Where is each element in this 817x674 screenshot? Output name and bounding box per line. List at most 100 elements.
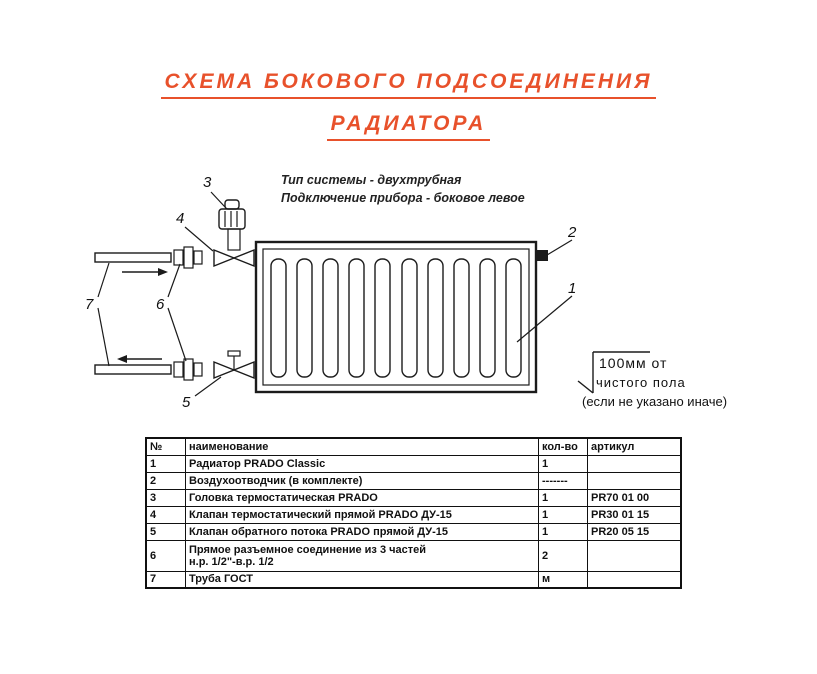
cell-num: 4 (145, 505, 186, 524)
radiator-fin (453, 258, 470, 378)
head-body (218, 208, 246, 230)
table-row: 6 Прямое разъемное соединение из 3 часте… (145, 539, 682, 572)
radiator-fin (505, 258, 522, 378)
cell-qty: 1 (538, 488, 588, 507)
radiator-body (254, 240, 538, 394)
thermostatic-valve (213, 228, 255, 268)
union-nut (183, 246, 194, 269)
radiator-fin (479, 258, 496, 378)
table-row: 3 Головка термостатическая PRADO 1 PR70 … (145, 488, 682, 507)
connection-note: Подключение прибора - боковое левое (281, 190, 525, 205)
page-title-row2: РАДИАТОРА (0, 112, 817, 141)
check-valve (213, 350, 255, 380)
cell-num: 7 (145, 570, 186, 589)
valve-body-left (213, 248, 236, 268)
leader-6b (167, 307, 187, 362)
callout-1: 1 (568, 280, 577, 297)
cell-art (587, 539, 682, 572)
header-name: наименование (185, 437, 539, 456)
leader-1 (516, 295, 573, 343)
cell-name: Головка термостатическая PRADO (185, 488, 539, 507)
flow-arrow-right-head (158, 268, 168, 276)
table-row: 1 Радиатор PRADO Classic 1 (145, 454, 682, 473)
cell-art: PR20 05 15 (587, 522, 682, 541)
cell-art: PR30 01 15 (587, 505, 682, 524)
leader-3 (210, 191, 226, 208)
radiator-fin (322, 258, 339, 378)
callout-3: 3 (203, 174, 212, 191)
cell-num: 2 (145, 471, 186, 490)
cell-qty: 1 (538, 505, 588, 524)
callout-7: 7 (85, 296, 94, 313)
radiator-fin (401, 258, 418, 378)
table-row: 5 Клапан обратного потока PRADO прямой Д… (145, 522, 682, 541)
union-fitting-top (173, 246, 203, 269)
valve-body-left (213, 360, 236, 380)
air-vent (536, 250, 548, 261)
leader-7a (97, 262, 110, 298)
table-row: 4 Клапан термостатический прямой PRADO Д… (145, 505, 682, 524)
cell-name: Воздухоотводчик (в комплекте) (185, 471, 539, 490)
cell-qty: м (538, 570, 588, 589)
cell-qty: ------- (538, 471, 588, 490)
floor-reference-mark (577, 351, 650, 394)
system-type-note: Тип системы - двухтрубная (281, 173, 462, 187)
thermostatic-head (218, 199, 246, 230)
floor-mark-tick (577, 380, 594, 394)
cell-num: 3 (145, 488, 186, 507)
union-nut (193, 250, 203, 265)
page-title: СХЕМА БОКОВОГО ПОДСОЕДИНЕНИЯ (160, 70, 657, 99)
table-row: 7 Труба ГОСТ м (145, 570, 682, 589)
leader-5 (194, 376, 222, 397)
valve-body-right (232, 248, 255, 268)
cell-name-line1: Прямое разъемное соединение из 3 частей (189, 543, 427, 556)
table-row: 2 Воздухоотводчик (в комплекте) ------- (145, 471, 682, 490)
cell-name: Клапан термостатический прямой PRADO ДУ-… (185, 505, 539, 524)
radiator-fin (296, 258, 313, 378)
bom-table: № наименование кол-во артикул 1 Радиатор… (145, 437, 682, 589)
header-qty: кол-во (538, 437, 588, 456)
flow-arrow-left-head (117, 355, 127, 363)
union-nut (173, 361, 184, 378)
return-pipe (94, 355, 172, 375)
callout-2: 2 (568, 224, 577, 241)
valve-body-right (232, 360, 255, 380)
leader-lines (97, 191, 573, 397)
cell-art (587, 454, 682, 473)
radiator-fin (270, 258, 287, 378)
pipe-bottom (94, 364, 172, 375)
union-nut (173, 249, 184, 266)
valve-neck (227, 228, 241, 251)
radiator-inner-outline (262, 248, 530, 386)
pipe-top (94, 252, 172, 263)
cell-art (587, 471, 682, 490)
leader-2 (546, 239, 573, 256)
floor-note-line2: чистого пола (596, 375, 686, 390)
cell-name-line2: н.р. 1/2"-в.р. 1/2 (189, 555, 274, 568)
leader-7b (97, 307, 110, 367)
radiator-fin (374, 258, 391, 378)
page-title-row: СХЕМА БОКОВОГО ПОДСОЕДИНЕНИЯ (0, 70, 817, 99)
union-nut (183, 358, 194, 381)
floor-note-line1: 100мм от (599, 355, 668, 371)
cell-qty: 1 (538, 522, 588, 541)
leader-6a (167, 263, 181, 298)
floor-note-line3: (если не указано иначе) (582, 394, 728, 409)
supply-pipe (94, 252, 172, 276)
leader-4 (184, 226, 214, 252)
cell-num: 1 (145, 454, 186, 473)
head-cap (224, 199, 240, 210)
callout-5: 5 (182, 394, 191, 411)
radiator-fin (348, 258, 365, 378)
system-notes: Тип системы - двухтрубная Подключение пр… (281, 172, 525, 207)
union-fitting-bottom (173, 358, 203, 381)
radiator-fin (427, 258, 444, 378)
cell-num: 5 (145, 522, 186, 541)
cell-art (587, 570, 682, 589)
cell-name: Прямое разъемное соединение из 3 частей … (185, 539, 539, 572)
cell-name: Труба ГОСТ (185, 570, 539, 589)
radiator-outline (254, 240, 538, 394)
callout-4: 4 (176, 210, 185, 227)
